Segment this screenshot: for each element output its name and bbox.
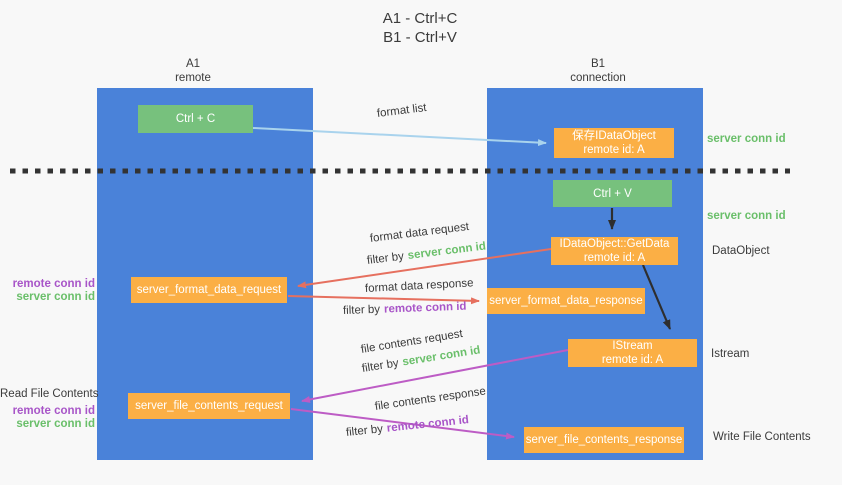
node-idataobject-getdata: IDataObject::GetData remote id: A bbox=[551, 237, 678, 265]
node-server-file-contents-request-label: server_file_contents_request bbox=[135, 400, 283, 412]
label-server-conn-id-text: server conn id bbox=[401, 344, 482, 369]
node-server-file-contents-response-label: server_file_contents_response bbox=[525, 434, 683, 446]
label-filter-by-text: filter by bbox=[342, 303, 381, 317]
label-server-conn-id-left-mid: server conn id bbox=[16, 291, 95, 303]
label-remote-conn-id-left-bottom: remote conn id bbox=[12, 405, 95, 417]
node-server-format-data-request: server_format_data_request bbox=[131, 277, 287, 303]
node-ctrl-v-label: Ctrl + V bbox=[593, 187, 632, 200]
label-server-conn-id-left-bottom: server conn id bbox=[16, 418, 95, 430]
lane-header-b1-name: B1 bbox=[590, 58, 606, 70]
label-read-file-contents: Read File Contents bbox=[0, 388, 99, 400]
lane-header-b1-subtitle: connection bbox=[570, 72, 626, 84]
node-ctrl-v: Ctrl + V bbox=[553, 180, 672, 207]
title-line-a1: A1 - Ctrl+C bbox=[382, 10, 458, 27]
label-dataobject: DataObject bbox=[712, 245, 770, 257]
label-remote-conn-id-left-mid: remote conn id bbox=[12, 278, 95, 290]
node-idataobject-getdata-line1: IDataObject::GetData bbox=[559, 238, 670, 250]
diagram-title: A1 - Ctrl+C B1 - Ctrl+V bbox=[295, 9, 545, 47]
node-server-format-data-response-label: server_format_data_response bbox=[489, 295, 643, 307]
label-filter-by-text: filter by bbox=[361, 357, 400, 375]
label-format-list: format list bbox=[376, 101, 428, 120]
label-istream-side: Istream bbox=[711, 348, 750, 360]
node-ctrl-c: Ctrl + C bbox=[138, 105, 253, 133]
label-write-file-contents: Write File Contents bbox=[713, 431, 811, 443]
node-server-file-contents-request: server_file_contents_request bbox=[128, 393, 290, 419]
node-istream-line1: IStream bbox=[612, 340, 653, 352]
label-file-contents-response: file contents response bbox=[374, 385, 487, 413]
label-remote-conn-id-text: remote conn id bbox=[383, 300, 467, 316]
label-filter-by-text: filter by bbox=[345, 423, 384, 439]
node-save-idataobject: 保存IDataObject remote id: A bbox=[554, 128, 674, 158]
node-ctrl-c-label: Ctrl + C bbox=[175, 113, 216, 125]
label-format-data-request: format data request bbox=[369, 220, 470, 245]
label-remote-conn-id-text: remote conn id bbox=[386, 414, 470, 435]
node-save-idataobject-line1: 保存IDataObject bbox=[572, 130, 656, 142]
lane-header-a1-name: A1 bbox=[185, 58, 201, 70]
label-server-conn-id-right-mid: server conn id bbox=[707, 210, 786, 222]
node-save-idataobject-line2: remote id: A bbox=[583, 144, 645, 156]
lane-header-a1-subtitle: remote bbox=[175, 72, 211, 84]
node-istream: IStream remote id: A bbox=[568, 339, 697, 367]
label-server-conn-id-right-top: server conn id bbox=[707, 133, 786, 145]
node-server-file-contents-response: server_file_contents_response bbox=[524, 427, 684, 453]
lane-header-a1: A1 remote bbox=[133, 57, 253, 85]
label-filter-by-text: filter by bbox=[366, 250, 405, 267]
node-server-format-data-request-label: server_format_data_request bbox=[136, 284, 282, 296]
label-format-data-response: format data response bbox=[364, 277, 474, 295]
lane-header-b1: B1 connection bbox=[538, 57, 658, 85]
node-server-format-data-response: server_format_data_response bbox=[487, 288, 645, 314]
node-istream-line2: remote id: A bbox=[601, 354, 664, 366]
node-idataobject-getdata-line2: remote id: A bbox=[583, 252, 646, 264]
label-server-conn-id-text: server conn id bbox=[407, 240, 487, 262]
title-line-b1: B1 - Ctrl+V bbox=[383, 29, 457, 46]
